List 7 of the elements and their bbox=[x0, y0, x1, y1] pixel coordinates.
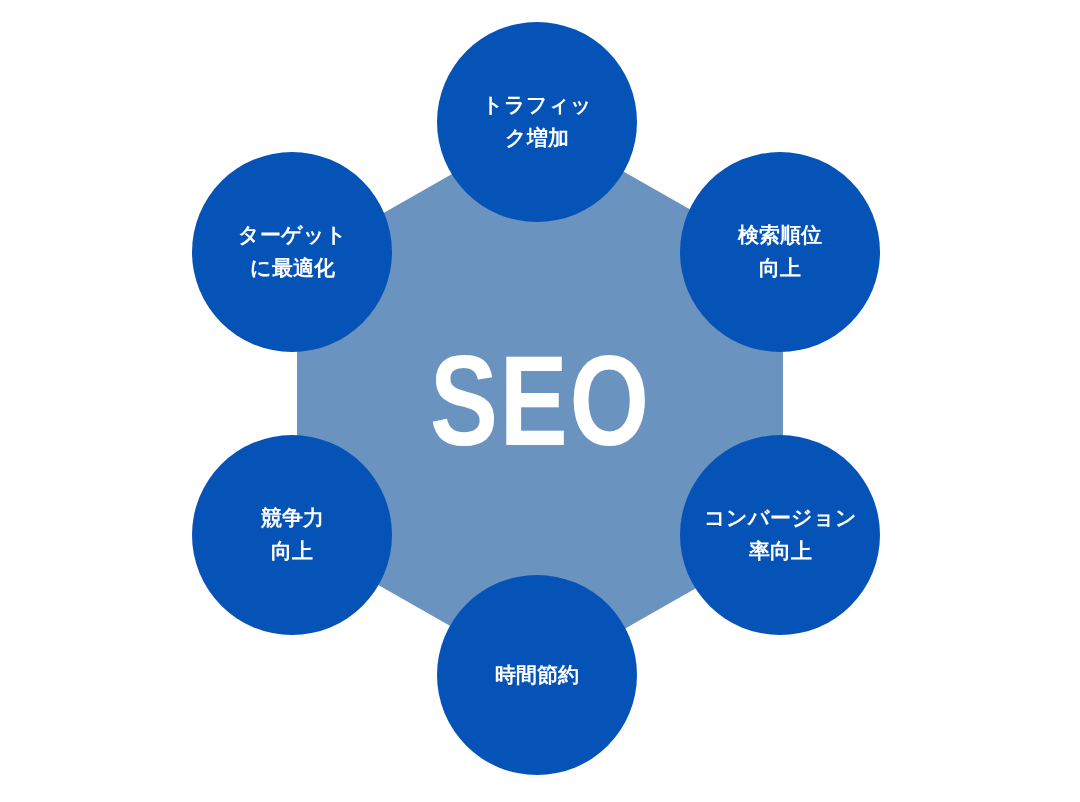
benefit-label: 検索順位向上 bbox=[736, 222, 823, 282]
benefit-label: コンバージョン率向上 bbox=[702, 505, 858, 565]
benefit-label: ターゲットに最適化 bbox=[236, 222, 348, 282]
center-title: SEO bbox=[429, 328, 651, 474]
benefit-label: トラフィック増加 bbox=[481, 92, 593, 152]
benefit-label: 時間節約 bbox=[494, 661, 580, 689]
benefit-label: 競争力向上 bbox=[259, 505, 325, 565]
